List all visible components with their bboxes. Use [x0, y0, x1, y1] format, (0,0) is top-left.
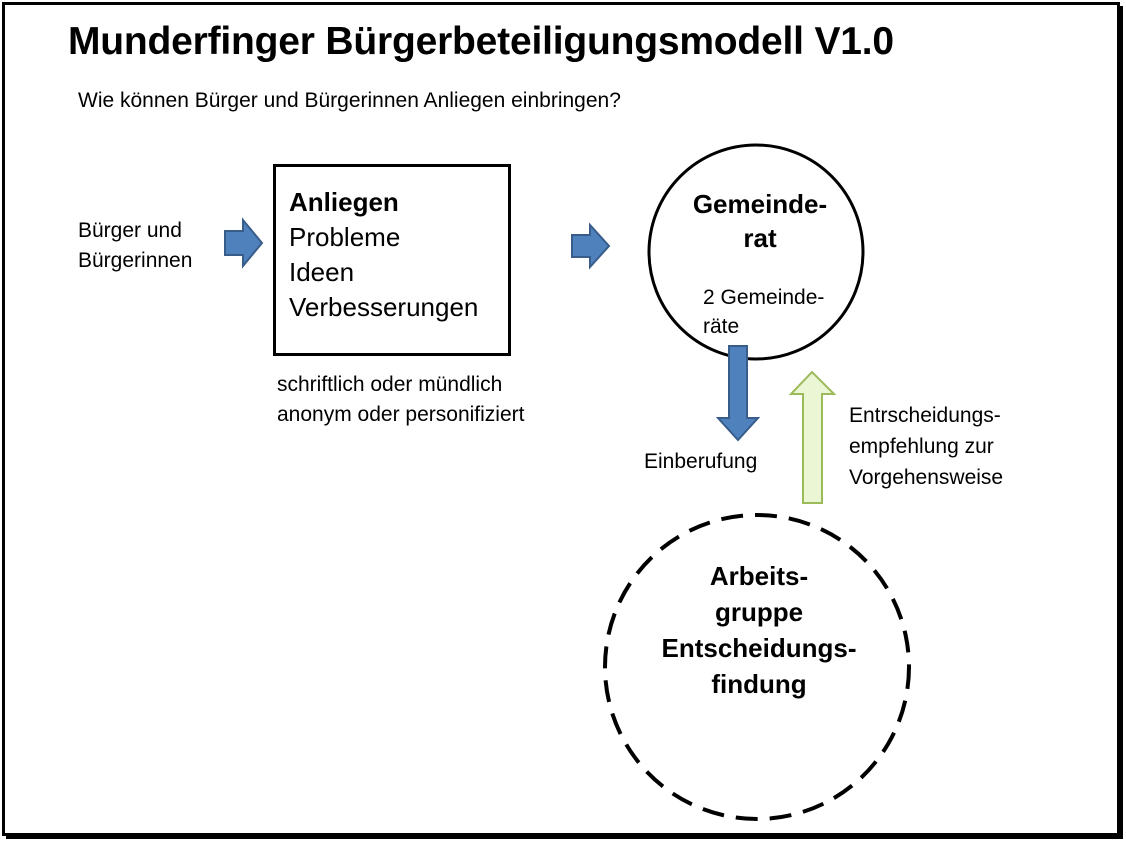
page-title: Munderfinger Bürgerbeteiligungsmodell V1… — [68, 20, 894, 63]
frame-shadow — [1119, 6, 1123, 839]
empfehlung-label: Entrscheidungs- empfehlung zur Vorgehens… — [849, 400, 1003, 493]
right-arrow-icon — [224, 217, 264, 269]
anliegen-item: Ideen — [289, 257, 355, 287]
down-arrow-icon — [715, 345, 761, 442]
source-label-line: Bürgerinnen — [78, 249, 193, 272]
empfehlung-label-line: Entrscheidungs- — [849, 404, 1001, 427]
gemeinderat-heading-line: Gemeinde- — [692, 189, 828, 219]
anliegen-box-content: Anliegen Probleme Ideen Verbesserungen — [289, 185, 478, 325]
source-label: Bürger und Bürgerinnen — [78, 216, 192, 276]
gemeinderat-heading-line: rat — [743, 223, 777, 253]
anliegen-heading: Anliegen — [289, 187, 399, 217]
arbeitsgruppe-label-line: gruppe — [714, 597, 804, 627]
arbeitsgruppe-label-line: Arbeits- — [709, 561, 809, 591]
anliegen-item: Probleme — [289, 222, 401, 252]
anliegen-item: Verbesserungen — [289, 292, 479, 322]
arbeitsgruppe-label-line: Entscheidungs- — [661, 633, 857, 663]
empfehlung-label-line: Vorgehensweise — [849, 466, 1004, 489]
frame-shadow — [6, 835, 1123, 839]
einberufung-label: Einberufung — [644, 450, 758, 473]
arbeitsgruppe-circle — [603, 513, 911, 821]
subtitle: Wie können Bürger und Bürgerinnen Anlieg… — [78, 89, 621, 112]
arbeitsgruppe-label-line: findung — [711, 669, 807, 699]
arbeitsgruppe-label: Arbeits- gruppe Entscheidungs- findung — [634, 558, 884, 702]
anliegen-note-line: anonym oder personifiziert — [277, 403, 525, 426]
gemeinderat-heading: Gemeinde- rat — [670, 187, 850, 255]
anliegen-note-line: schriftlich oder mündlich — [277, 373, 503, 396]
gemeinderat-sub-line: räte — [703, 315, 740, 338]
anliegen-box — [273, 164, 511, 356]
gemeinderat-sub: 2 Gemeinde- räte — [703, 283, 824, 341]
anliegen-note: schriftlich oder mündlich anonym oder pe… — [277, 370, 524, 430]
source-label-line: Bürger und — [78, 219, 182, 242]
up-arrow-icon — [788, 370, 837, 504]
empfehlung-label-line: empfehlung zur — [849, 435, 994, 458]
right-arrow-icon — [571, 222, 611, 270]
gemeinderat-sub-line: 2 Gemeinde- — [703, 286, 825, 309]
gemeinderat-circle — [647, 143, 865, 361]
